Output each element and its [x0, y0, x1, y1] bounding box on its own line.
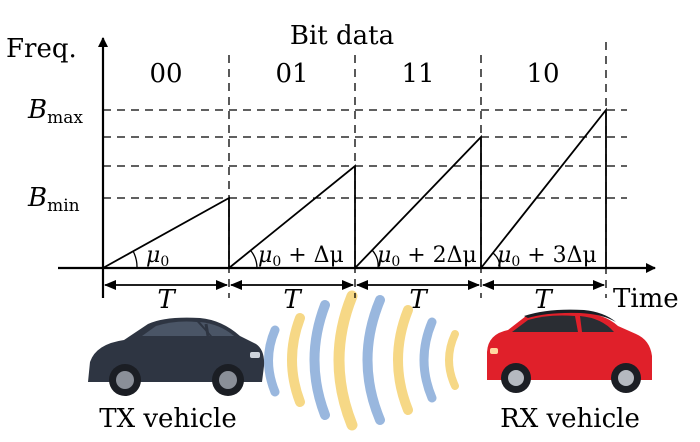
- rx-vehicle-car: [487, 309, 652, 393]
- slope-angle-arcs: [132, 249, 501, 269]
- y-axis-label: Freq.: [6, 34, 77, 64]
- bit-label-4: 10: [526, 59, 559, 89]
- b-max-label: Bmax: [27, 95, 83, 128]
- chirp-ramp-11: [354, 134, 482, 269]
- period-label-4: T: [534, 285, 553, 315]
- b-min-label: Bmin: [27, 183, 80, 216]
- bit-label-2: 01: [275, 59, 308, 89]
- bit-label-3: 11: [401, 59, 434, 89]
- chirp-ramp-01: [228, 164, 356, 269]
- slope-label-2: μ0 + Δμ: [258, 243, 344, 270]
- diagram-title: Bit data: [290, 21, 394, 51]
- period-label-3: T: [409, 285, 428, 315]
- chirp-ramps: [102, 107, 607, 269]
- period-label-1: T: [157, 285, 176, 315]
- slope-label-4: μ0 + 3Δμ: [497, 243, 597, 270]
- tx-vehicle-label: TX vehicle: [99, 404, 237, 434]
- period-label-2: T: [283, 285, 302, 315]
- rx-vehicle-label: RX vehicle: [500, 404, 640, 434]
- bit-label-1: 00: [149, 59, 182, 89]
- chirp-ramp-10: [480, 107, 607, 269]
- slope-label-1: μ0: [146, 243, 169, 270]
- frequency-level-lines: [103, 109, 627, 199]
- tx-vehicle-car: [88, 317, 265, 396]
- signal-waves-graphic: [264, 290, 459, 431]
- x-axis-label: Time: [613, 284, 679, 314]
- chirp-ramp-00: [102, 196, 230, 269]
- slope-label-3: μ0 + 2Δμ: [377, 243, 477, 270]
